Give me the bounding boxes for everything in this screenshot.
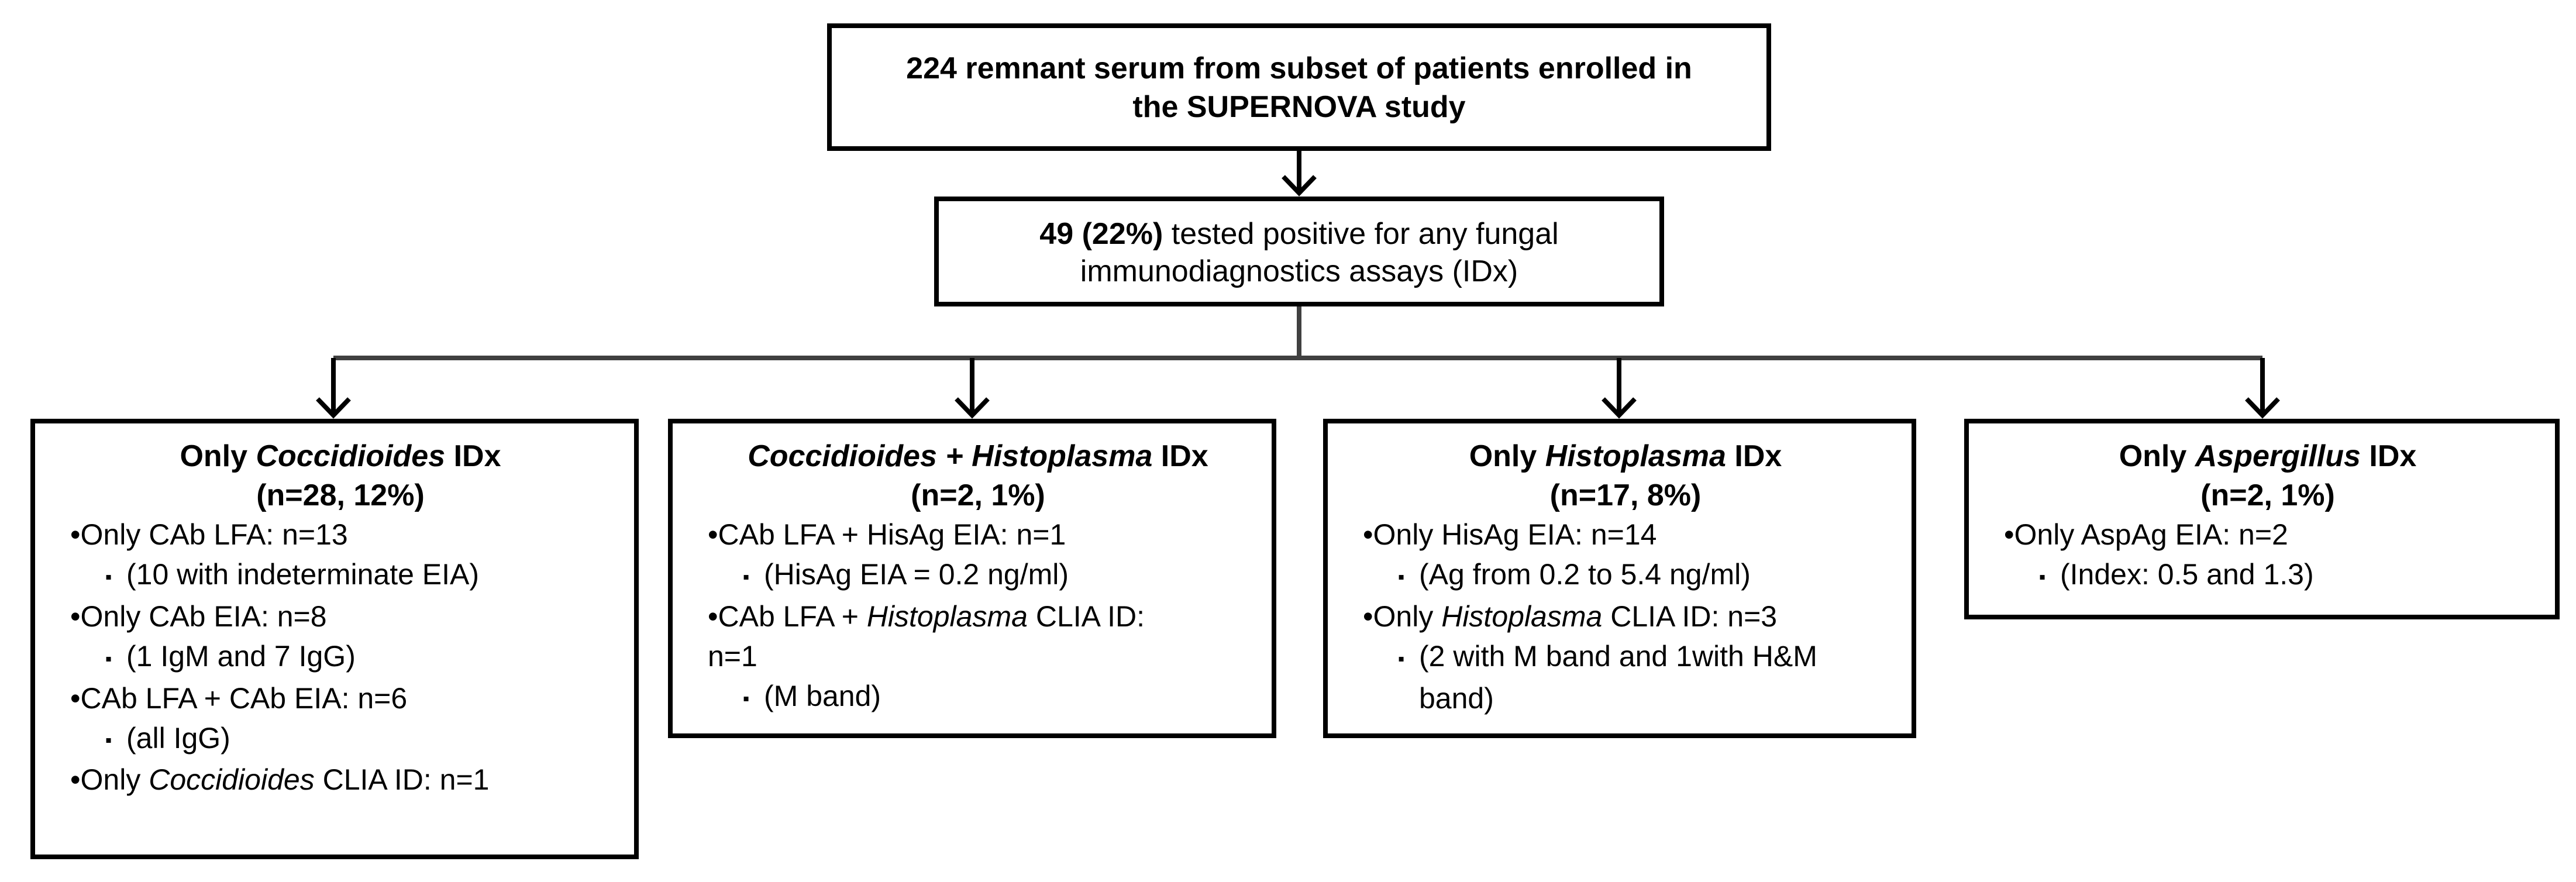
sub-list-item: ▪ (1 IgM and 7 IgG) <box>105 636 634 678</box>
title-suffix: IDx <box>2360 439 2417 473</box>
square-bullet-icon: ▪ <box>105 647 112 669</box>
category-count: (n=2, 1%) <box>911 478 1045 512</box>
category-title: Only Coccidioides IDx <box>47 436 634 476</box>
positive-text: tested positive for any fungal <box>1163 217 1559 251</box>
item-prefix: •CAb LFA + <box>708 600 867 633</box>
sub-list-item: ▪ (Index: 0.5 and 1.3) <box>2039 554 2555 597</box>
sub-item-text: (2 with M band and 1with H&M <box>1419 639 1817 673</box>
item-prefix: •Only <box>1363 600 1442 633</box>
list-item: •Only AspAg EIA: n=2 <box>2004 518 2288 551</box>
category-coccidioides-histoplasma-box: Coccidioides + Histoplasma IDx (n=2, 1%)… <box>668 419 1276 738</box>
title-organism: Coccidioides <box>256 439 446 473</box>
item-prefix: •Only <box>70 763 149 797</box>
square-bullet-icon: ▪ <box>2039 566 2046 587</box>
square-bullet-icon: ▪ <box>1398 647 1405 669</box>
item-suffix: CLIA ID: n=1 <box>314 763 490 797</box>
square-bullet-icon: ▪ <box>105 729 112 751</box>
title-suffix: IDx <box>1152 439 1208 473</box>
square-bullet-icon: ▪ <box>105 566 112 587</box>
positive-count: 49 (22%) <box>1039 217 1163 251</box>
item-suffix: CLIA ID: <box>1027 600 1145 633</box>
title-suffix: IDx <box>445 439 501 473</box>
source-population-box: 224 remnant serum from subset of patient… <box>827 23 1771 151</box>
arrowhead-1 <box>316 397 351 419</box>
square-bullet-icon: ▪ <box>1398 566 1405 587</box>
item-organism: Coccidioides <box>149 763 315 797</box>
category-title: Only Histoplasma IDx <box>1339 436 1912 476</box>
category-count: (n=28, 12%) <box>256 478 425 512</box>
sub-item-text: (10 with indeterminate EIA) <box>126 558 480 591</box>
title-prefix: Only <box>1469 439 1545 473</box>
square-bullet-icon: ▪ <box>743 566 750 587</box>
list-item-continuation: n=1 <box>708 639 757 673</box>
sub-list-item: ▪ (Ag from 0.2 to 5.4 ng/ml) <box>1398 554 1912 597</box>
list-item: •Only HisAg EIA: n=14 <box>1363 518 1657 551</box>
list-item: •CAb LFA + HisAg EIA: n=1 <box>708 518 1066 551</box>
category-title: Coccidioides + Histoplasma IDx <box>684 436 1272 476</box>
source-line-2: the SUPERNOVA study <box>1132 90 1466 124</box>
category-only-aspergillus-box: Only Aspergillus IDx (n=2, 1%) •Only Asp… <box>1964 419 2560 619</box>
square-bullet-icon: ▪ <box>743 687 750 709</box>
sub-item-text: (HisAg EIA = 0.2 ng/ml) <box>764 558 1069 591</box>
sub-item-text: (Ag from 0.2 to 5.4 ng/ml) <box>1419 558 1751 591</box>
sub-list-item: ▪ (10 with indeterminate EIA) <box>105 554 634 597</box>
positive-line-1: 49 (22%) tested positive for any fungal <box>939 215 1659 253</box>
title-organism: Coccidioides + Histoplasma <box>748 439 1153 473</box>
category-only-histoplasma-box: Only Histoplasma IDx (n=17, 8%) •Only Hi… <box>1323 419 1916 738</box>
sub-item-text: (M band) <box>764 679 881 712</box>
item-organism: Histoplasma <box>1441 600 1603 633</box>
category-title: Only Aspergillus IDx <box>1981 436 2555 476</box>
title-prefix: Only <box>2119 439 2195 473</box>
sub-item-text: (1 IgM and 7 IgG) <box>126 639 356 673</box>
positive-line-2: immunodiagnostics assays (IDx) <box>1080 254 1518 288</box>
list-item: •Only Histoplasma CLIA ID: n=3 <box>1363 597 1912 636</box>
item-organism: Histoplasma <box>866 600 1028 633</box>
title-organism: Aspergillus <box>2195 439 2361 473</box>
sub-list-item: ▪ (HisAg EIA = 0.2 ng/ml) <box>743 554 1272 597</box>
item-suffix: CLIA ID: n=3 <box>1602 600 1778 633</box>
category-only-coccidioides-box: Only Coccidioides IDx (n=28, 12%) •Only … <box>30 419 639 859</box>
title-organism: Histoplasma <box>1545 439 1726 473</box>
sub-item-text: (all IgG) <box>126 721 230 754</box>
list-item: •CAb LFA + Histoplasma CLIA ID: <box>708 597 1272 636</box>
list-item: •Only CAb LFA: n=13 <box>70 518 348 551</box>
arrowhead-top-to-middle <box>1282 175 1317 197</box>
sub-list-item: ▪ (all IgG) <box>105 718 634 760</box>
list-item: •Only CAb EIA: n=8 <box>70 600 327 633</box>
sub-list-item: ▪ (2 with M band and 1with H&M <box>1398 636 1912 678</box>
positive-results-box: 49 (22%) tested positive for any fungal … <box>934 197 1664 306</box>
sub-list-item-continuation: band) <box>1419 681 1494 715</box>
arrowhead-2 <box>955 397 990 419</box>
category-count: (n=17, 8%) <box>1549 478 1702 512</box>
list-item: •Only Coccidioides CLIA ID: n=1 <box>70 760 634 800</box>
category-count: (n=2, 1%) <box>2200 478 2335 512</box>
title-suffix: IDx <box>1726 439 1782 473</box>
list-item: •CAb LFA + CAb EIA: n=6 <box>70 681 408 715</box>
sub-list-item: ▪ (M band) <box>743 676 1272 718</box>
title-prefix: Only <box>180 439 256 473</box>
sub-item-text: (Index: 0.5 and 1.3) <box>2060 558 2314 591</box>
source-line-1: 224 remnant serum from subset of patient… <box>906 51 1692 85</box>
arrowhead-3 <box>1602 397 1637 419</box>
arrowhead-4 <box>2245 397 2280 419</box>
